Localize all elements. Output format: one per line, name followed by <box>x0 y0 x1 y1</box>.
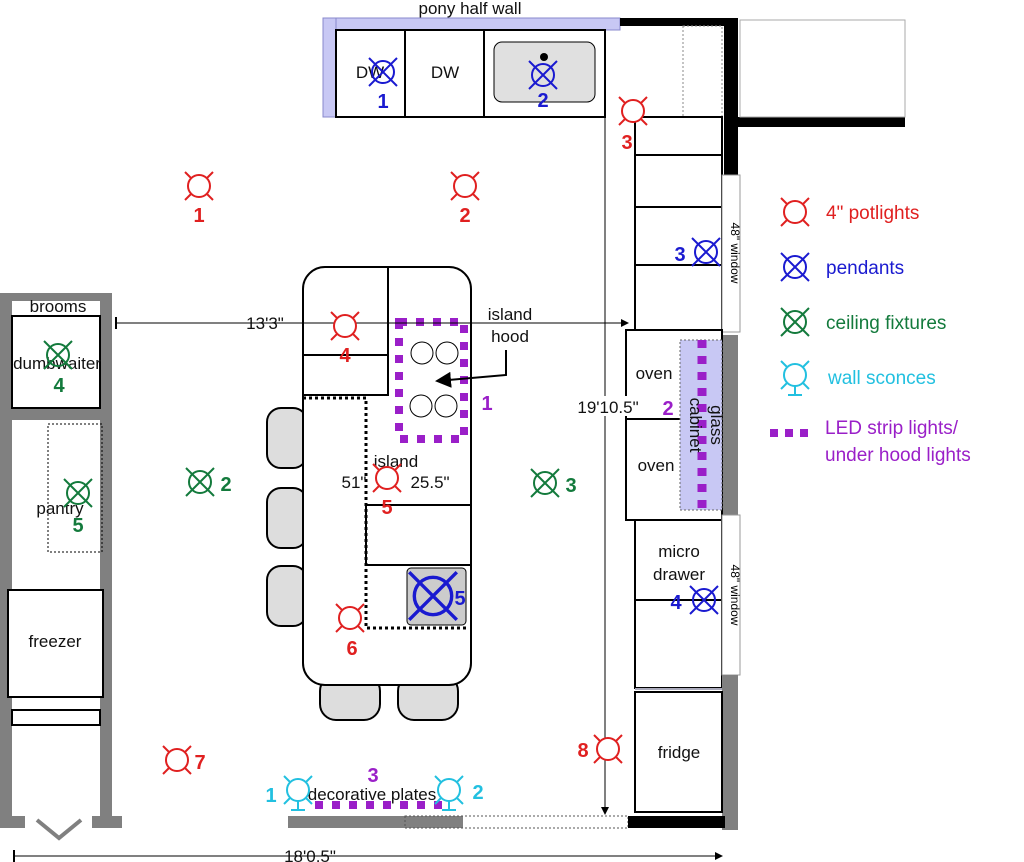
svg-text:ceiling fixtures: ceiling fixtures <box>826 313 946 334</box>
island-width: 51" <box>342 473 367 492</box>
stool <box>266 487 308 549</box>
potlight-5: 5 <box>372 463 402 519</box>
pendant-1: 1 <box>368 57 398 113</box>
svg-text:under hood lights: under hood lights <box>825 445 971 466</box>
svg-text:3: 3 <box>674 244 685 266</box>
dimensions: 13'3" 19'10.5" 18'0.5" <box>13 117 723 862</box>
stool <box>266 565 308 627</box>
burner <box>434 394 458 418</box>
burner <box>410 341 434 365</box>
ceiling-fixture-3: 3 <box>530 468 577 498</box>
oven-label: oven <box>638 456 675 475</box>
potlight-1: 1 <box>184 171 214 227</box>
pendant-3: 3 <box>674 237 721 267</box>
oven-label: oven <box>636 364 673 383</box>
brooms-label: brooms <box>30 297 87 316</box>
island-depth: 25.5" <box>410 473 449 492</box>
window-label: 48" window <box>728 565 742 626</box>
svg-text:4: 4 <box>670 592 682 614</box>
ceiling-fixture-2: 2 <box>185 467 232 497</box>
svg-text:2: 2 <box>537 90 548 112</box>
svg-text:1: 1 <box>377 91 388 113</box>
hood-led-strip <box>395 318 468 443</box>
svg-text:2: 2 <box>220 474 231 496</box>
wall-sconce-1: 1 <box>265 775 313 811</box>
svg-text:1: 1 <box>265 785 276 807</box>
stool <box>266 407 308 469</box>
led-label-1: 1 <box>481 393 492 415</box>
svg-text:2: 2 <box>472 782 483 804</box>
glass-cabinet-label: glass <box>707 405 726 445</box>
dishwasher-label: DW <box>356 63 384 82</box>
potlight-7: 7 <box>162 745 206 775</box>
island: island hood island 51" 25.5" <box>266 266 532 721</box>
pendant-5: 5 <box>407 570 466 622</box>
ceiling-fixture-5: 5 <box>63 478 93 537</box>
svg-text:6: 6 <box>346 638 357 660</box>
pony-half-wall-label: pony half wall <box>418 0 521 18</box>
svg-text:wall sconces: wall sconces <box>827 368 936 389</box>
svg-text:7: 7 <box>194 752 205 774</box>
pendant-2: 2 <box>528 60 558 112</box>
potlight-2: 2 <box>450 171 480 227</box>
island-hood-label: hood <box>491 327 529 346</box>
svg-text:LED strip lights/: LED strip lights/ <box>825 418 959 439</box>
top-counter: pony half wall DW DW <box>322 0 621 118</box>
hood-arrow <box>435 350 507 388</box>
svg-text:4: 4 <box>339 345 351 367</box>
legend: 4" potlights pendants ceiling fixtures w… <box>770 197 971 466</box>
legend-led-strips: LED strip lights/ under hood lights <box>770 418 971 466</box>
depth-dimension: 19'10.5" <box>577 398 638 417</box>
svg-text:3: 3 <box>621 132 632 154</box>
svg-text:4" potlights: 4" potlights <box>826 203 919 224</box>
island-hood-label: island <box>488 305 532 324</box>
svg-text:1: 1 <box>193 205 204 227</box>
legend-pendants: pendants <box>780 252 904 282</box>
potlight-8: 8 <box>577 734 623 764</box>
svg-text:5: 5 <box>381 497 392 519</box>
sink <box>493 41 596 103</box>
wall-sconce-2: 2 <box>434 775 484 811</box>
potlight-4: 4 <box>330 311 360 367</box>
burner <box>409 394 433 418</box>
svg-text:3: 3 <box>565 475 576 497</box>
pantry-label: pantry <box>36 499 84 518</box>
legend-wall-sconces: wall sconces <box>780 360 936 396</box>
svg-text:2: 2 <box>459 205 470 227</box>
micro-label: micro <box>658 542 700 561</box>
glass-cabinet-label: cabinet <box>686 398 705 453</box>
ceiling-fixture-4: 4 <box>43 340 73 397</box>
svg-text:5: 5 <box>454 588 465 610</box>
led-label-2: 2 <box>662 398 673 420</box>
svg-text:5: 5 <box>72 515 83 537</box>
dishwasher-label: DW <box>431 63 459 82</box>
left-storage: brooms dumbwaiter pantry freezer <box>0 293 122 841</box>
legend-ceiling-fixtures: ceiling fixtures <box>780 307 946 337</box>
svg-text:pendants: pendants <box>826 258 904 279</box>
right-cabinets: 48" window oven oven glass cabinet 48" w… <box>625 116 742 830</box>
top-right-walls <box>604 18 906 175</box>
width-dimension: 13'3" <box>246 314 284 333</box>
drawer-label: drawer <box>653 565 705 584</box>
svg-text:8: 8 <box>577 740 588 762</box>
burner <box>435 341 459 365</box>
potlight-6: 6 <box>335 603 365 660</box>
window-label: 48" window <box>728 223 742 284</box>
decorative-plates-label: decorative plates <box>308 785 437 804</box>
bottom-width-dimension: 18'0.5" <box>284 847 336 862</box>
freezer-label: freezer <box>29 632 82 651</box>
door-chevron-icon <box>35 818 83 841</box>
pendant-4: 4 <box>670 585 719 615</box>
legend-potlights: 4" potlights <box>780 197 919 227</box>
dumbwaiter-label: dumbwaiter <box>13 354 101 373</box>
fridge-label: fridge <box>658 743 701 762</box>
led-label-3: 3 <box>367 765 378 787</box>
potlight-3: 3 <box>618 96 648 154</box>
svg-text:4: 4 <box>53 375 65 397</box>
bottom-wall <box>288 815 725 829</box>
